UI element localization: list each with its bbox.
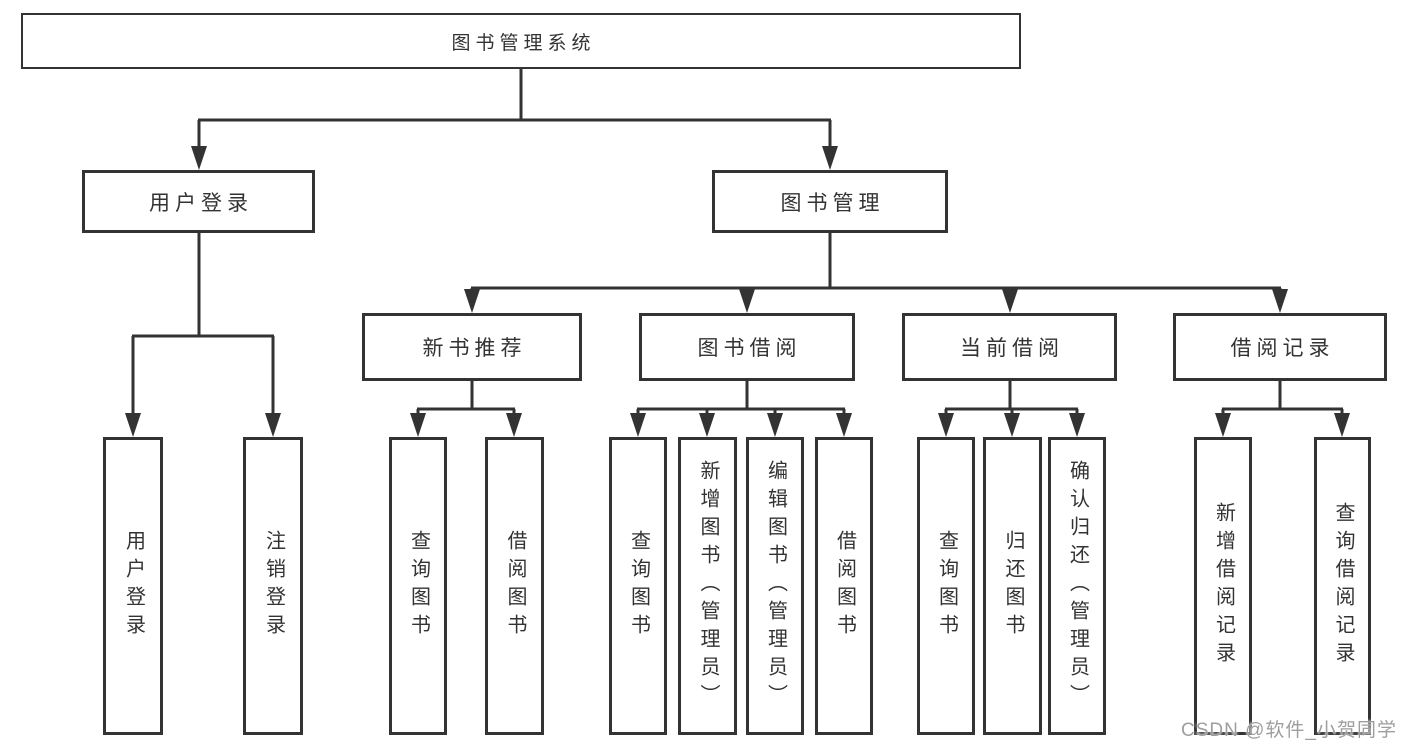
leaf-user-login: 用户登录 xyxy=(103,437,163,735)
node-book-borrow: 图书借阅 xyxy=(639,313,855,381)
leaf-add-borrow-record: 新增借阅记录 xyxy=(1194,437,1252,735)
leaf-return-books: 归还图书 xyxy=(983,437,1042,735)
leaf-borrow-books: 借阅图书 xyxy=(815,437,873,735)
leaf-query-books-recommend: 查询图书 xyxy=(389,437,447,735)
leaf-borrow-books-recommend: 借阅图书 xyxy=(485,437,544,735)
leaf-add-books-admin: 新增图书（管理员） xyxy=(678,437,737,735)
node-current-borrow: 当前借阅 xyxy=(902,313,1117,381)
leaf-query-books-borrow: 查询图书 xyxy=(609,437,667,735)
node-book-management: 图书管理 xyxy=(712,170,948,233)
node-library-management-system: 图书管理系统 xyxy=(21,13,1021,69)
leaf-logout: 注销登录 xyxy=(243,437,303,735)
csdn-watermark: CSDN @软件_小贺同学 xyxy=(1181,720,1397,741)
leaf-query-borrow-record: 查询借阅记录 xyxy=(1314,437,1371,735)
leaf-confirm-return-admin: 确认归还（管理员） xyxy=(1048,437,1106,735)
leaf-query-books-current: 查询图书 xyxy=(917,437,975,735)
leaf-edit-books-admin: 编辑图书（管理员） xyxy=(746,437,804,735)
node-user-login: 用户登录 xyxy=(82,170,315,233)
node-borrow-record: 借阅记录 xyxy=(1173,313,1387,381)
node-new-book-recommend: 新书推荐 xyxy=(362,313,582,381)
